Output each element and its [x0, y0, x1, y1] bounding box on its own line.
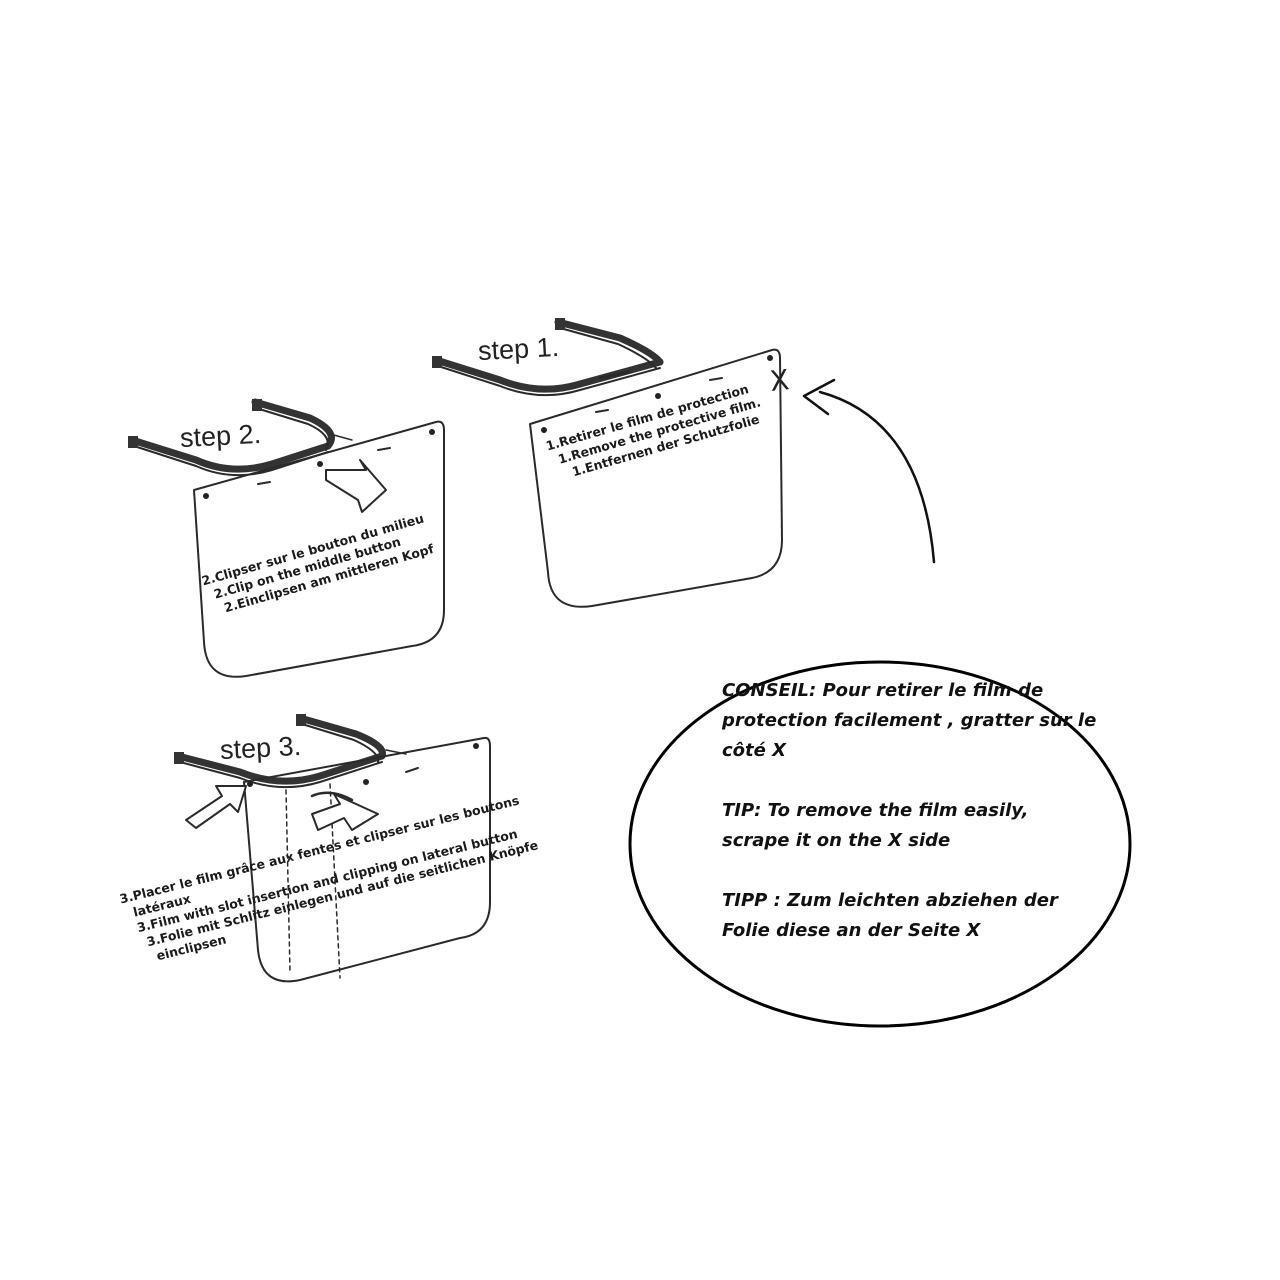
step2-visor: [193, 420, 445, 678]
tip-de: TIPP : Zum leichten abziehen der Folie d…: [722, 890, 1058, 941]
step3-left-arrow: [185, 785, 247, 829]
step2-illustration: [128, 398, 445, 678]
step3-right-arrow: [310, 791, 354, 802]
step3-right-arrow-body: [311, 793, 379, 831]
tip-text: CONSEIL: Pour retirer le film de protect…: [722, 676, 1102, 946]
tip-fr: CONSEIL: Pour retirer le film de protect…: [722, 680, 1097, 761]
tip-en: TIP: To remove the film easily, scrape i…: [722, 800, 1029, 851]
step3-headband: [174, 714, 407, 789]
step3-illustration: [174, 714, 491, 983]
step2-headband: [128, 398, 353, 477]
step1-label: step 1.: [477, 331, 560, 367]
step2-label: step 2.: [179, 418, 262, 454]
tip-circle: [628, 660, 1132, 1028]
step1-headband: [432, 318, 664, 397]
step3-visor: [243, 736, 491, 983]
step3-label: step 3.: [219, 730, 302, 766]
step2-arrow: [325, 459, 387, 513]
x-marker: X: [768, 363, 791, 398]
step1-curved-arrow: [818, 390, 936, 564]
step1-visor: [529, 348, 783, 608]
step1-illustration: [432, 318, 936, 608]
